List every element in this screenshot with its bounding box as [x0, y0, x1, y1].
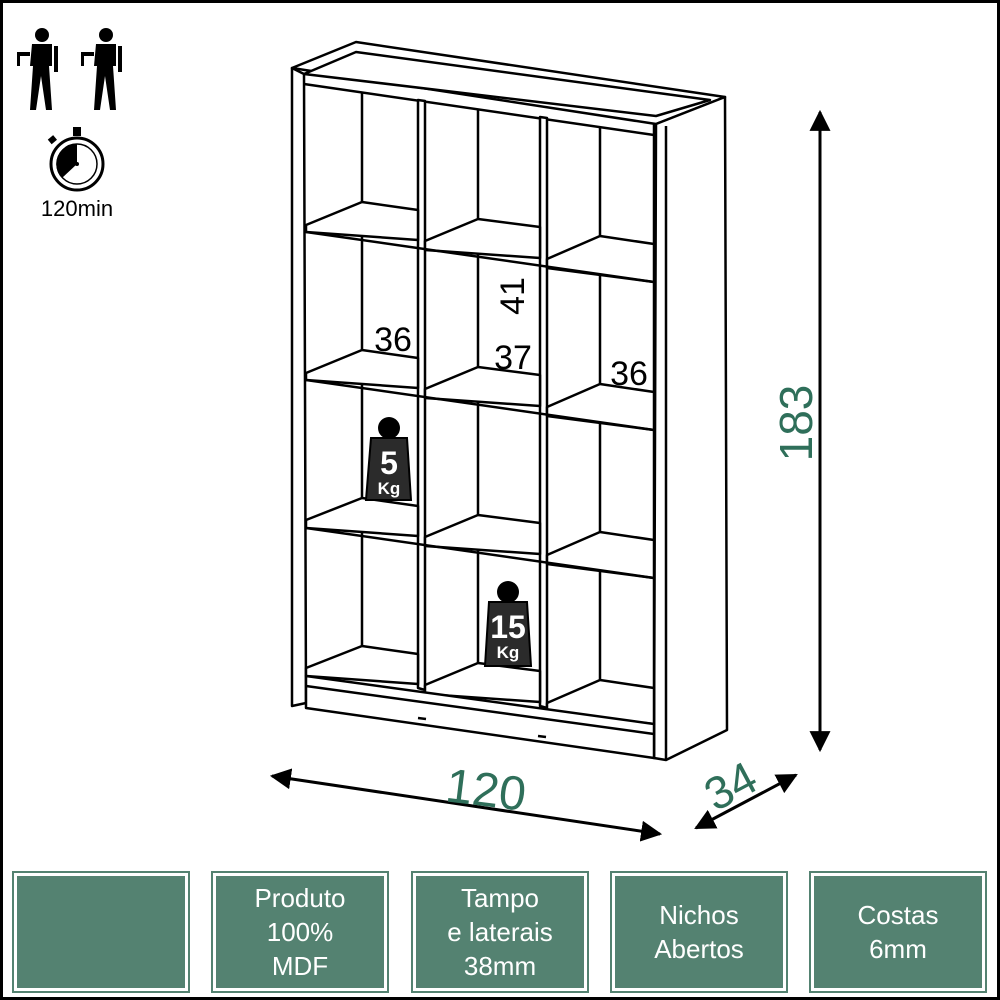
feature-badge-top-sides: Tampo e laterais 38mm	[411, 871, 589, 993]
feature-back-line-2: 6mm	[869, 934, 927, 964]
two-workers-icon	[17, 28, 122, 110]
niche-center-width-label: 37	[494, 339, 532, 377]
feature-top-line-2: e laterais	[447, 917, 553, 947]
feature-badge-open-niches: Nichos Abertos	[610, 871, 788, 993]
niche-left-width-label: 36	[374, 321, 412, 359]
weight-5kg-unit: Kg	[378, 479, 401, 498]
feature-niches-line-2: Abertos	[654, 934, 744, 964]
feature-badge-back-panel: Costas 6mm	[809, 871, 987, 993]
feature-top-line-1: Tampo	[460, 883, 540, 913]
niche-height-label: 41	[494, 277, 532, 315]
dimension-arrows	[269, 109, 831, 842]
depth-arrow	[694, 773, 798, 830]
weight-5kg-icon: 5 Kg	[364, 417, 413, 501]
feature-back-line-1: Costas	[857, 900, 939, 930]
weight-15kg-value: 15	[490, 609, 526, 645]
feature-mdf-line-1: Produto	[254, 883, 346, 913]
feature-mdf-line-3: MDF	[271, 951, 329, 981]
bookcase-outline	[290, 40, 729, 762]
weight-15kg-icon: 15 Kg	[483, 581, 533, 667]
weight-15kg-unit: Kg	[497, 643, 520, 662]
feature-badge-empty	[12, 871, 190, 993]
depth-dimension-label: 34	[696, 751, 766, 821]
weight-5kg-value: 5	[380, 445, 398, 481]
feature-badge-mdf: Produto 100% MDF	[211, 871, 389, 993]
feature-top-line-3: 38mm	[463, 951, 537, 981]
width-arrow	[269, 768, 663, 842]
width-dimension-label: 120	[443, 759, 529, 821]
stopwatch-icon	[47, 127, 105, 192]
height-dimension-label: 183	[770, 385, 822, 462]
feature-mdf-line-2: 100%	[266, 917, 334, 947]
assembly-time-label: 120min	[41, 196, 113, 221]
niche-right-width-label: 36	[610, 355, 648, 393]
feature-niches-line-1: Nichos	[659, 900, 739, 930]
